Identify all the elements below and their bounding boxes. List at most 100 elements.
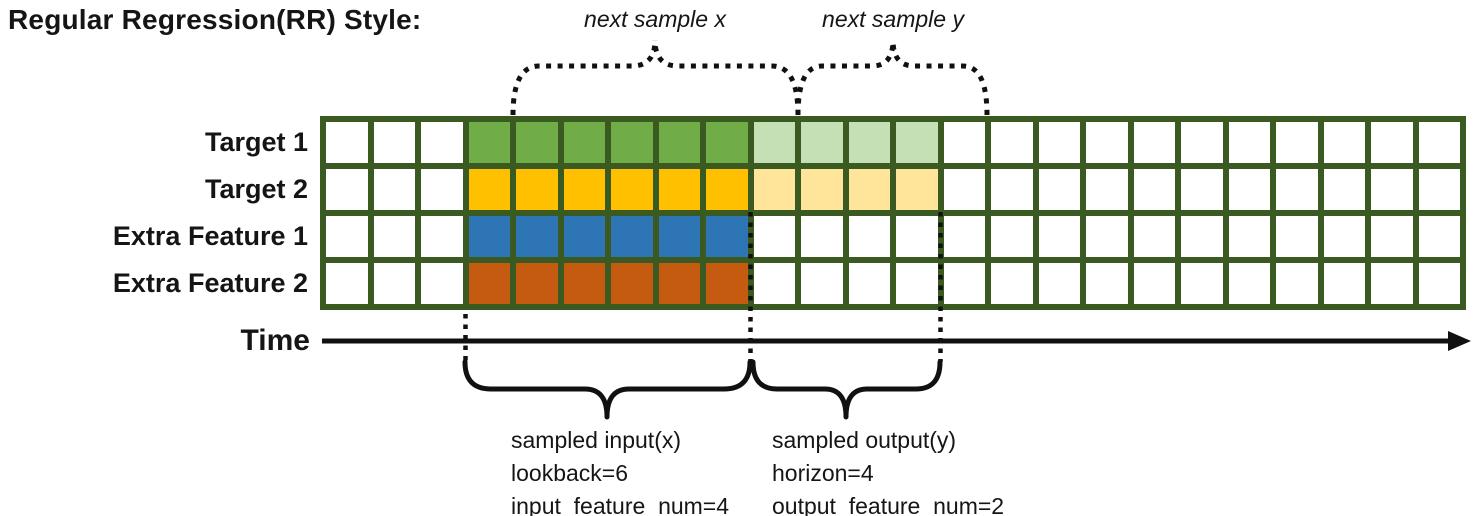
- grid-cell: [516, 122, 558, 163]
- grid-cell: [1418, 216, 1460, 257]
- grid-cell: [563, 122, 605, 163]
- grid-cell: [468, 169, 510, 210]
- grid-cell: [1323, 169, 1365, 210]
- grid-cell: [563, 263, 605, 304]
- grid-cell: [753, 263, 795, 304]
- grid-cell: [516, 216, 558, 257]
- time-axis-arrowhead: [1448, 331, 1471, 351]
- time-axis-label: Time: [240, 324, 310, 357]
- grid-cell: [1418, 169, 1460, 210]
- grid-cell: [1181, 216, 1223, 257]
- grid-cell: [1038, 169, 1080, 210]
- grid-cell: [1276, 169, 1318, 210]
- grid-cell: [1038, 122, 1080, 163]
- grid-cell: [801, 263, 843, 304]
- grid-cell: [1181, 263, 1223, 304]
- grid-cell: [1323, 263, 1365, 304]
- grid-cell: [611, 122, 653, 163]
- grid-cell: [1323, 122, 1365, 163]
- grid-cell: [991, 216, 1033, 257]
- grid-cell: [611, 263, 653, 304]
- row-label-target-2: Target 2: [204, 174, 308, 204]
- grid-cell: [1181, 122, 1223, 163]
- grid-cell: [421, 169, 463, 210]
- grid-cell: [563, 169, 605, 210]
- grid-cell: [468, 263, 510, 304]
- grid-cell: [706, 263, 748, 304]
- diagram-title: Regular Regression(RR) Style:: [8, 4, 422, 35]
- grid-cell: [421, 216, 463, 257]
- grid-cell: [1228, 169, 1270, 210]
- grid-cell: [848, 122, 890, 163]
- grid-cell: [943, 122, 985, 163]
- next-sample-y-brace: [795, 39, 990, 116]
- grid-cell: [1133, 263, 1175, 304]
- grid-cell: [1276, 122, 1318, 163]
- grid-cell: [326, 169, 368, 210]
- grid-cell: [326, 122, 368, 163]
- grid-cell: [896, 169, 938, 210]
- grid-cell: [1038, 216, 1080, 257]
- grid-cell: [468, 216, 510, 257]
- grid-cell: [753, 216, 795, 257]
- grid-cell: [421, 263, 463, 304]
- row-label-extra-feature-2: Extra Feature 2: [112, 268, 308, 298]
- sample-grid: [320, 116, 1466, 310]
- grid-cell: [943, 216, 985, 257]
- grid-cell: [1371, 263, 1413, 304]
- grid-cell: [1323, 216, 1365, 257]
- grid-cell: [1371, 169, 1413, 210]
- grid-cell: [1371, 216, 1413, 257]
- grid-cell: [991, 263, 1033, 304]
- grid-cell: [516, 169, 558, 210]
- next-sample-y-label: next sample y: [822, 6, 964, 32]
- grid-cell: [706, 122, 748, 163]
- lookback-value: lookback=6: [511, 460, 628, 486]
- grid-cell: [373, 216, 415, 257]
- grid-cell: [1181, 169, 1223, 210]
- grid-cell: [848, 169, 890, 210]
- grid-cell: [1086, 122, 1128, 163]
- grid-cell: [1228, 263, 1270, 304]
- grid-cell: [1228, 122, 1270, 163]
- grid-cell: [943, 169, 985, 210]
- grid-cell: [943, 263, 985, 304]
- grid-cell: [1371, 122, 1413, 163]
- sampled-output-brace: [750, 359, 943, 420]
- grid-cell: [421, 122, 463, 163]
- grid-cell: [848, 263, 890, 304]
- input-feature-num-value: input_feature_num=4: [511, 493, 730, 516]
- next-sample-x-brace: [510, 39, 801, 116]
- grid-cell: [658, 169, 700, 210]
- row-label-extra-feature-1: Extra Feature 1: [112, 221, 308, 251]
- grid-cell: [611, 169, 653, 210]
- grid-cell: [801, 216, 843, 257]
- grid-cell: [991, 169, 1033, 210]
- grid-cell: [706, 169, 748, 210]
- grid-cell: [753, 122, 795, 163]
- grid-cell: [706, 216, 748, 257]
- grid-cell: [1133, 216, 1175, 257]
- grid-cell: [1418, 263, 1460, 304]
- grid-cell: [1133, 169, 1175, 210]
- grid-cell: [1086, 263, 1128, 304]
- grid-cell: [468, 122, 510, 163]
- grid-cell: [896, 122, 938, 163]
- next-sample-x-label: next sample x: [584, 6, 726, 32]
- grid-cell: [611, 216, 653, 257]
- grid-cell: [373, 263, 415, 304]
- grid-cell: [658, 263, 700, 304]
- grid-cell: [1276, 216, 1318, 257]
- grid-cell: [1086, 216, 1128, 257]
- grid-cell: [1086, 169, 1128, 210]
- grid-cell: [516, 263, 558, 304]
- output-feature-num-value: output_feature_num=2: [772, 493, 1005, 516]
- grid-cell: [658, 216, 700, 257]
- horizon-value: horizon=4: [772, 460, 874, 486]
- sampled-output-annotation: sampled output(y) horizon=4 output_featu…: [772, 424, 1004, 516]
- grid-cell: [1133, 122, 1175, 163]
- grid-cell: [1276, 263, 1318, 304]
- grid-cell: [658, 122, 700, 163]
- grid-cell: [373, 122, 415, 163]
- grid-cell: [373, 169, 415, 210]
